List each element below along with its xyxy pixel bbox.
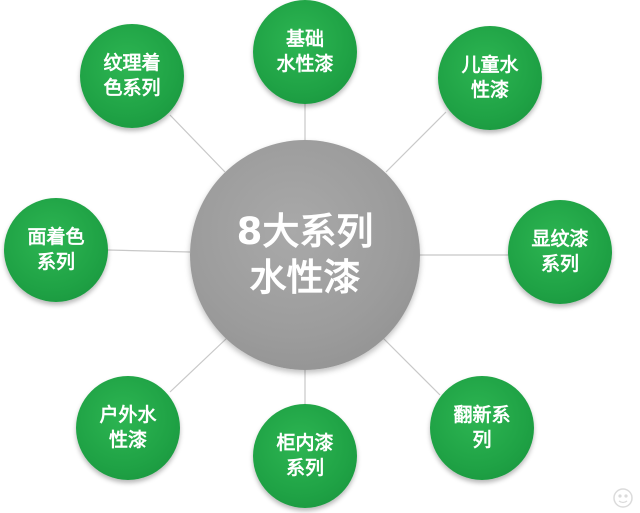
node-xianwenqi-xilie: 显纹漆 系列	[508, 200, 612, 304]
connector-line-mianzhuose	[107, 249, 191, 253]
node-label: 面着色 系列	[27, 226, 85, 273]
node-label: 儿童水 性漆	[461, 54, 519, 101]
node-fanxin-xilie: 翻新系 列	[430, 376, 534, 480]
connector-line-wenli	[169, 114, 226, 173]
node-label: 基础 水性漆	[276, 28, 334, 75]
node-label: 翻新系 列	[453, 404, 511, 451]
node-mianzhuose-xilie: 面着色 系列	[4, 198, 108, 302]
connector-line-huwai	[169, 337, 228, 393]
center-node: 8大系列 水性漆	[190, 140, 420, 370]
node-label: 户外水 性漆	[99, 404, 157, 451]
node-guineiqi-xilie: 柜内漆 系列	[253, 404, 357, 508]
connector-line-ertong	[385, 111, 447, 173]
node-huwai-shuixingqi: 户外水 性漆	[76, 376, 180, 480]
faint-logo-icon	[613, 488, 633, 508]
node-label: 柜内漆 系列	[276, 432, 334, 479]
connector-line-fanxin	[382, 337, 441, 396]
center-node-label: 8大系列 水性漆	[236, 210, 374, 299]
node-wenli-zhuose-xilie: 纹理着 色系列	[80, 24, 184, 128]
node-label: 显纹漆 系列	[531, 228, 589, 275]
node-jichu-shuixingqi: 基础 水性漆	[253, 0, 357, 104]
node-label: 纹理着 色系列	[103, 52, 161, 99]
node-ertong-shuixingqi: 儿童水 性漆	[438, 26, 542, 130]
